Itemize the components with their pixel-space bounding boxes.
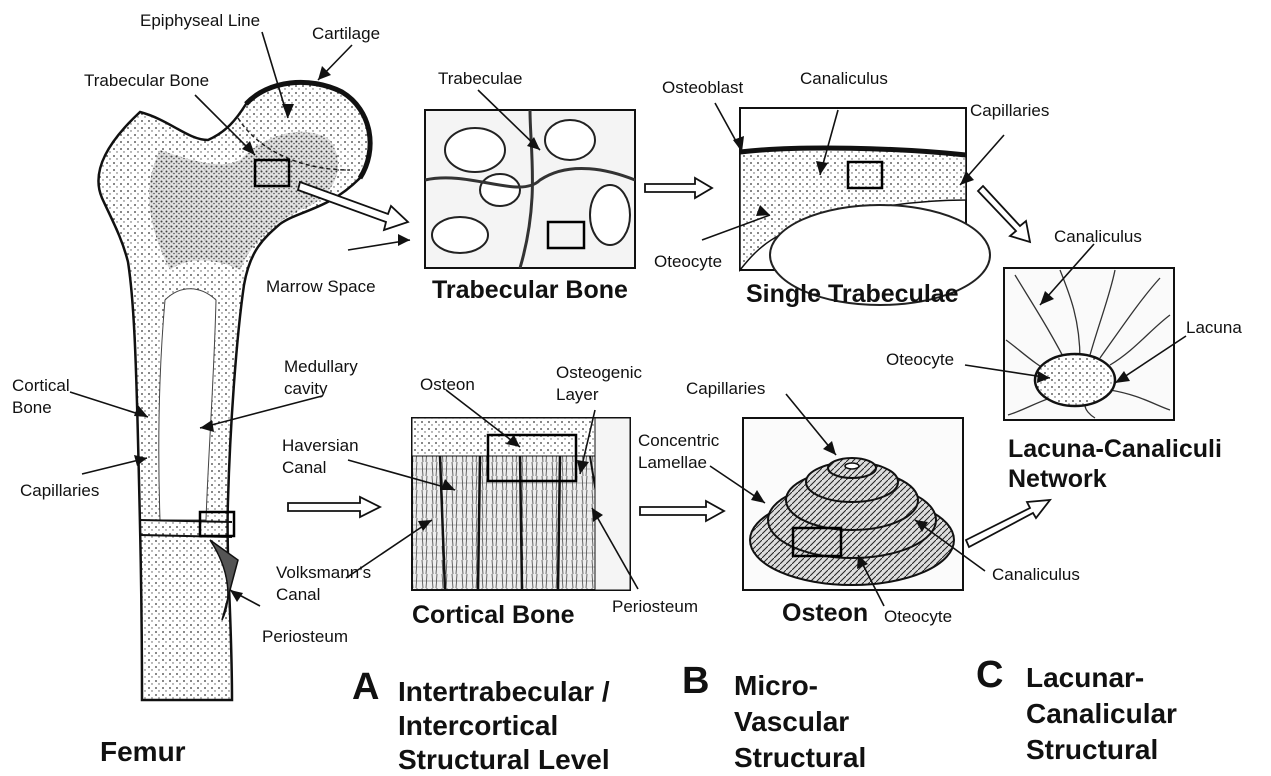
label-canaliculus-lacuna: Canaliculus [1054,226,1142,247]
level-a-line2: Intercortical [398,710,558,742]
title-single-trabeculae: Single Trabeculae [746,281,959,308]
level-a-line3: Structural Level [398,744,610,776]
label-osteogenic-line1: Osteogenic [556,362,642,383]
title-cortical-bone: Cortical Bone [412,602,575,629]
label-capillaries-trab: Capillaries [970,100,1049,121]
level-c-line1: Lacunar- [1026,662,1144,694]
label-trabeculae: Trabeculae [438,68,522,89]
level-letter-a: A [352,668,379,706]
level-b-line3: Structural [734,742,866,774]
trabecular-bone-panel [425,110,635,268]
title-trabecular-bone: Trabecular Bone [432,277,628,304]
level-a-line1: Intertrabecular / [398,676,610,708]
label-osteogenic-line2: Layer [556,384,599,405]
level-letter-b: B [682,662,709,700]
label-concentric-line1: Concentric [638,430,719,451]
label-lacuna: Lacuna [1186,317,1242,338]
label-periosteum-femur: Periosteum [262,626,348,647]
label-cortical-bone-line2: Bone [12,397,52,418]
title-lacuna-canaliculi-line2: Network [1008,466,1107,493]
title-lacuna-canaliculi-line1: Lacuna-Canaliculi [1008,436,1222,463]
label-epiphyseal-line: Epiphyseal Line [140,10,260,31]
label-medullary-cavity-line2: cavity [284,378,327,399]
label-periosteum-cortical: Periosteum [612,596,698,617]
single-trabeculae-panel [740,108,990,305]
label-canaliculus-trab: Canaliculus [800,68,888,89]
label-osteon: Osteon [420,374,475,395]
femur-drawing [98,82,370,700]
label-capillaries-osteon: Capillaries [686,378,765,399]
label-volksmann-line1: Volksmann’s [276,562,371,583]
label-medullary-cavity-line1: Medullary [284,356,358,377]
label-oteocyte-trab: Oteocyte [654,251,722,272]
label-oteocyte-lacuna: Oteocyte [886,349,954,370]
label-concentric-line2: Lamellae [638,452,707,473]
level-c-line2: Canalicular [1026,698,1177,730]
label-cartilage: Cartilage [312,23,380,44]
level-c-line3: Structural [1026,734,1158,766]
level-b-line2: Vascular [734,706,849,738]
label-oteocyte-osteon: Oteocyte [884,606,952,627]
cortical-bone-panel [412,418,630,590]
label-volksmann-line2: Canal [276,584,320,605]
title-femur: Femur [100,736,186,768]
label-trabecular-bone: Trabecular Bone [84,70,209,91]
level-b-line1: Micro- [734,670,818,702]
lacuna-canaliculi-panel [1004,268,1174,420]
title-osteon: Osteon [782,600,868,627]
label-cortical-bone-line1: Cortical [12,375,70,396]
osteon-panel [743,418,963,590]
label-marrow-space: Marrow Space [266,276,376,297]
level-letter-c: C [976,656,1003,694]
label-haversian-line1: Haversian [282,435,359,456]
label-canaliculus-osteon: Canaliculus [992,564,1080,585]
label-haversian-line2: Canal [282,457,326,478]
label-osteoblast: Osteoblast [662,77,743,98]
label-capillaries-femur: Capillaries [20,480,99,501]
